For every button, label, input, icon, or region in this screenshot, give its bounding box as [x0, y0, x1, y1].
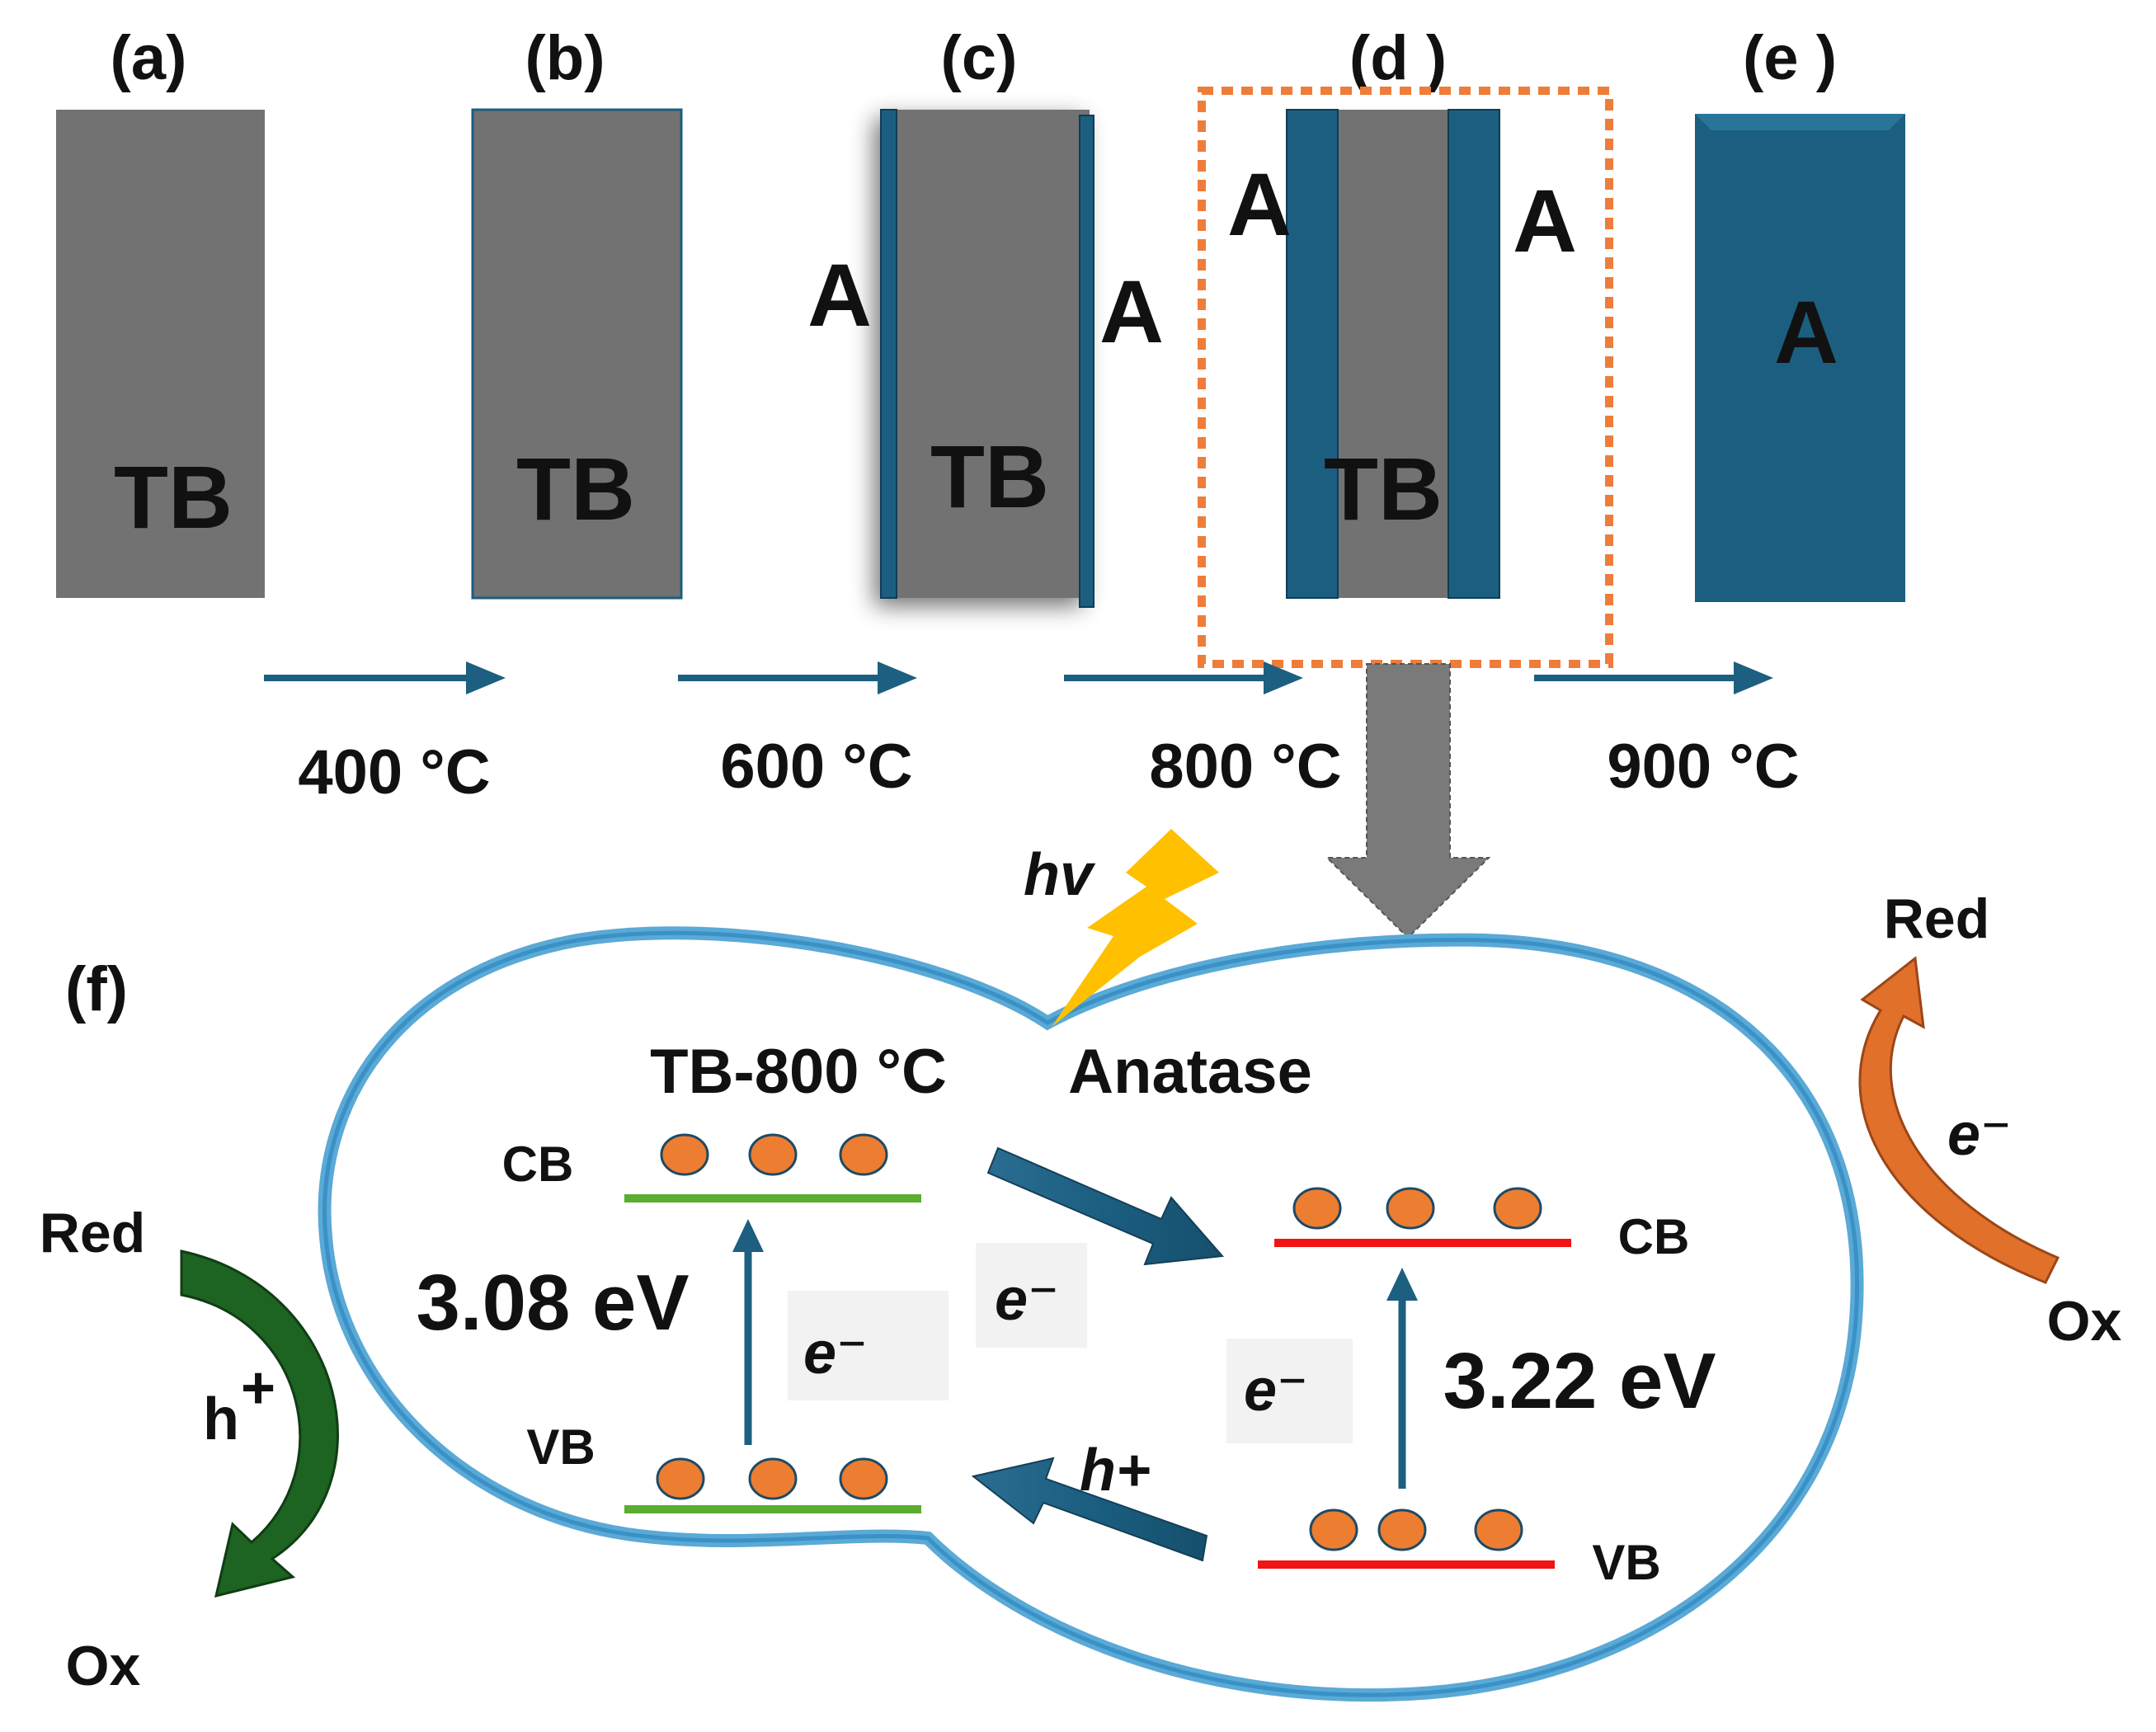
right-cb-electron-2 [1386, 1187, 1435, 1230]
right-ox-label: Ox [2047, 1290, 2122, 1353]
left-redox-carrier-h: h [203, 1386, 239, 1452]
panel-e-bevel [1695, 114, 1905, 130]
left-excitation-arrowhead [732, 1219, 764, 1252]
panel-c-block [881, 110, 1090, 598]
right-redox-carrier: e⁻ [1947, 1102, 2012, 1168]
left-cb-label: CB [502, 1137, 574, 1192]
panel-a-tb-block [56, 110, 265, 598]
left-vb-hole-1 [656, 1457, 705, 1500]
left-cb-electron-2 [748, 1133, 798, 1176]
left-vb-hole-2 [748, 1457, 798, 1500]
temp-900-label: 900 °C [1607, 732, 1799, 802]
panel-c-shell-label-left: A [807, 245, 872, 345]
panel-e-label: (e ) [1743, 23, 1837, 93]
electron-transfer-arrow [986, 1146, 1225, 1266]
right-excited-electron: e⁻ [1244, 1358, 1308, 1424]
electron-transfer-box [976, 1243, 1087, 1348]
hole-transfer-label: h+ [1080, 1438, 1151, 1504]
left-material-name: TB-800 °C [650, 1037, 947, 1107]
left-redox-carrier: h+ [203, 1355, 275, 1452]
panel-d-highlight-box [1198, 87, 1613, 668]
panel-c-label: (c) [941, 23, 1018, 93]
right-cb-label: CB [1618, 1209, 1690, 1264]
panel-a-label: (a) [111, 23, 187, 93]
right-vb-hole-3 [1474, 1508, 1523, 1551]
particle-outline-inner [322, 930, 1859, 1697]
panel-d-shell-label-left: A [1227, 154, 1292, 254]
temp-600-label: 600 °C [720, 732, 912, 802]
right-vb-label: VB [1592, 1535, 1660, 1590]
panel-c-tb-label: TB [930, 426, 1049, 526]
panel-e-anatase-block [1695, 114, 1905, 602]
panel-d-tb-label: TB [1324, 439, 1443, 539]
temp-400-label: 400 °C [298, 737, 490, 807]
panel-d-label: (d ) [1349, 23, 1447, 93]
temp-800-label: 800 °C [1149, 732, 1341, 802]
right-cb-electron-3 [1493, 1187, 1542, 1230]
right-excited-box [1226, 1339, 1353, 1443]
panel-a-tb-label: TB [114, 447, 233, 547]
right-band-gap: 3.22 eV [1443, 1337, 1716, 1425]
left-excited-box [788, 1291, 949, 1400]
panel-c-left-shell [880, 109, 897, 599]
arrow-900 [1534, 661, 1773, 694]
panel-d-right-shell [1448, 109, 1500, 599]
left-redox-arrow [180, 1250, 339, 1598]
left-vb-label: VB [526, 1419, 595, 1475]
panel-f-label: (f) [65, 954, 128, 1024]
panel-b-label: (b) [525, 23, 605, 93]
panel-d-left-shell [1286, 109, 1339, 599]
lightning-icon [1052, 829, 1219, 1027]
right-redox-arrow [1858, 956, 2060, 1284]
right-vb-hole-2 [1377, 1508, 1427, 1551]
left-vb-hole-3 [839, 1457, 888, 1500]
right-vb-hole-1 [1309, 1508, 1358, 1551]
zoom-down-arrow [1325, 663, 1491, 939]
arrow-800 [1064, 661, 1303, 694]
panel-b-tb-block [471, 108, 683, 600]
right-material-name: Anatase [1068, 1037, 1312, 1107]
panel-b-tb-label: TB [516, 439, 635, 539]
left-redox-carrier-sup: + [241, 1355, 275, 1421]
left-cb-electron-1 [660, 1133, 709, 1176]
left-band-gap: 3.08 eV [417, 1259, 690, 1347]
panel-d-shell-label-right: A [1513, 171, 1577, 271]
panel-c-shell-label-right: A [1099, 261, 1164, 361]
left-ox-label: Ox [66, 1635, 141, 1697]
right-excitation-arrowhead [1386, 1268, 1418, 1301]
panel-c-right-shell [1079, 115, 1094, 608]
right-cb-electron-1 [1292, 1187, 1342, 1230]
panel-e-anatase-label: A [1774, 282, 1838, 382]
left-excited-electron: e⁻ [803, 1320, 868, 1386]
electron-transfer-label: e⁻ [995, 1267, 1059, 1333]
hole-transfer-arrow [971, 1457, 1208, 1562]
left-red-label: Red [40, 1202, 145, 1264]
arrow-600 [678, 661, 917, 694]
left-cb-electron-3 [839, 1133, 888, 1176]
light-label: hv [1024, 842, 1096, 908]
arrow-400 [264, 661, 506, 694]
right-red-label: Red [1884, 887, 1989, 950]
